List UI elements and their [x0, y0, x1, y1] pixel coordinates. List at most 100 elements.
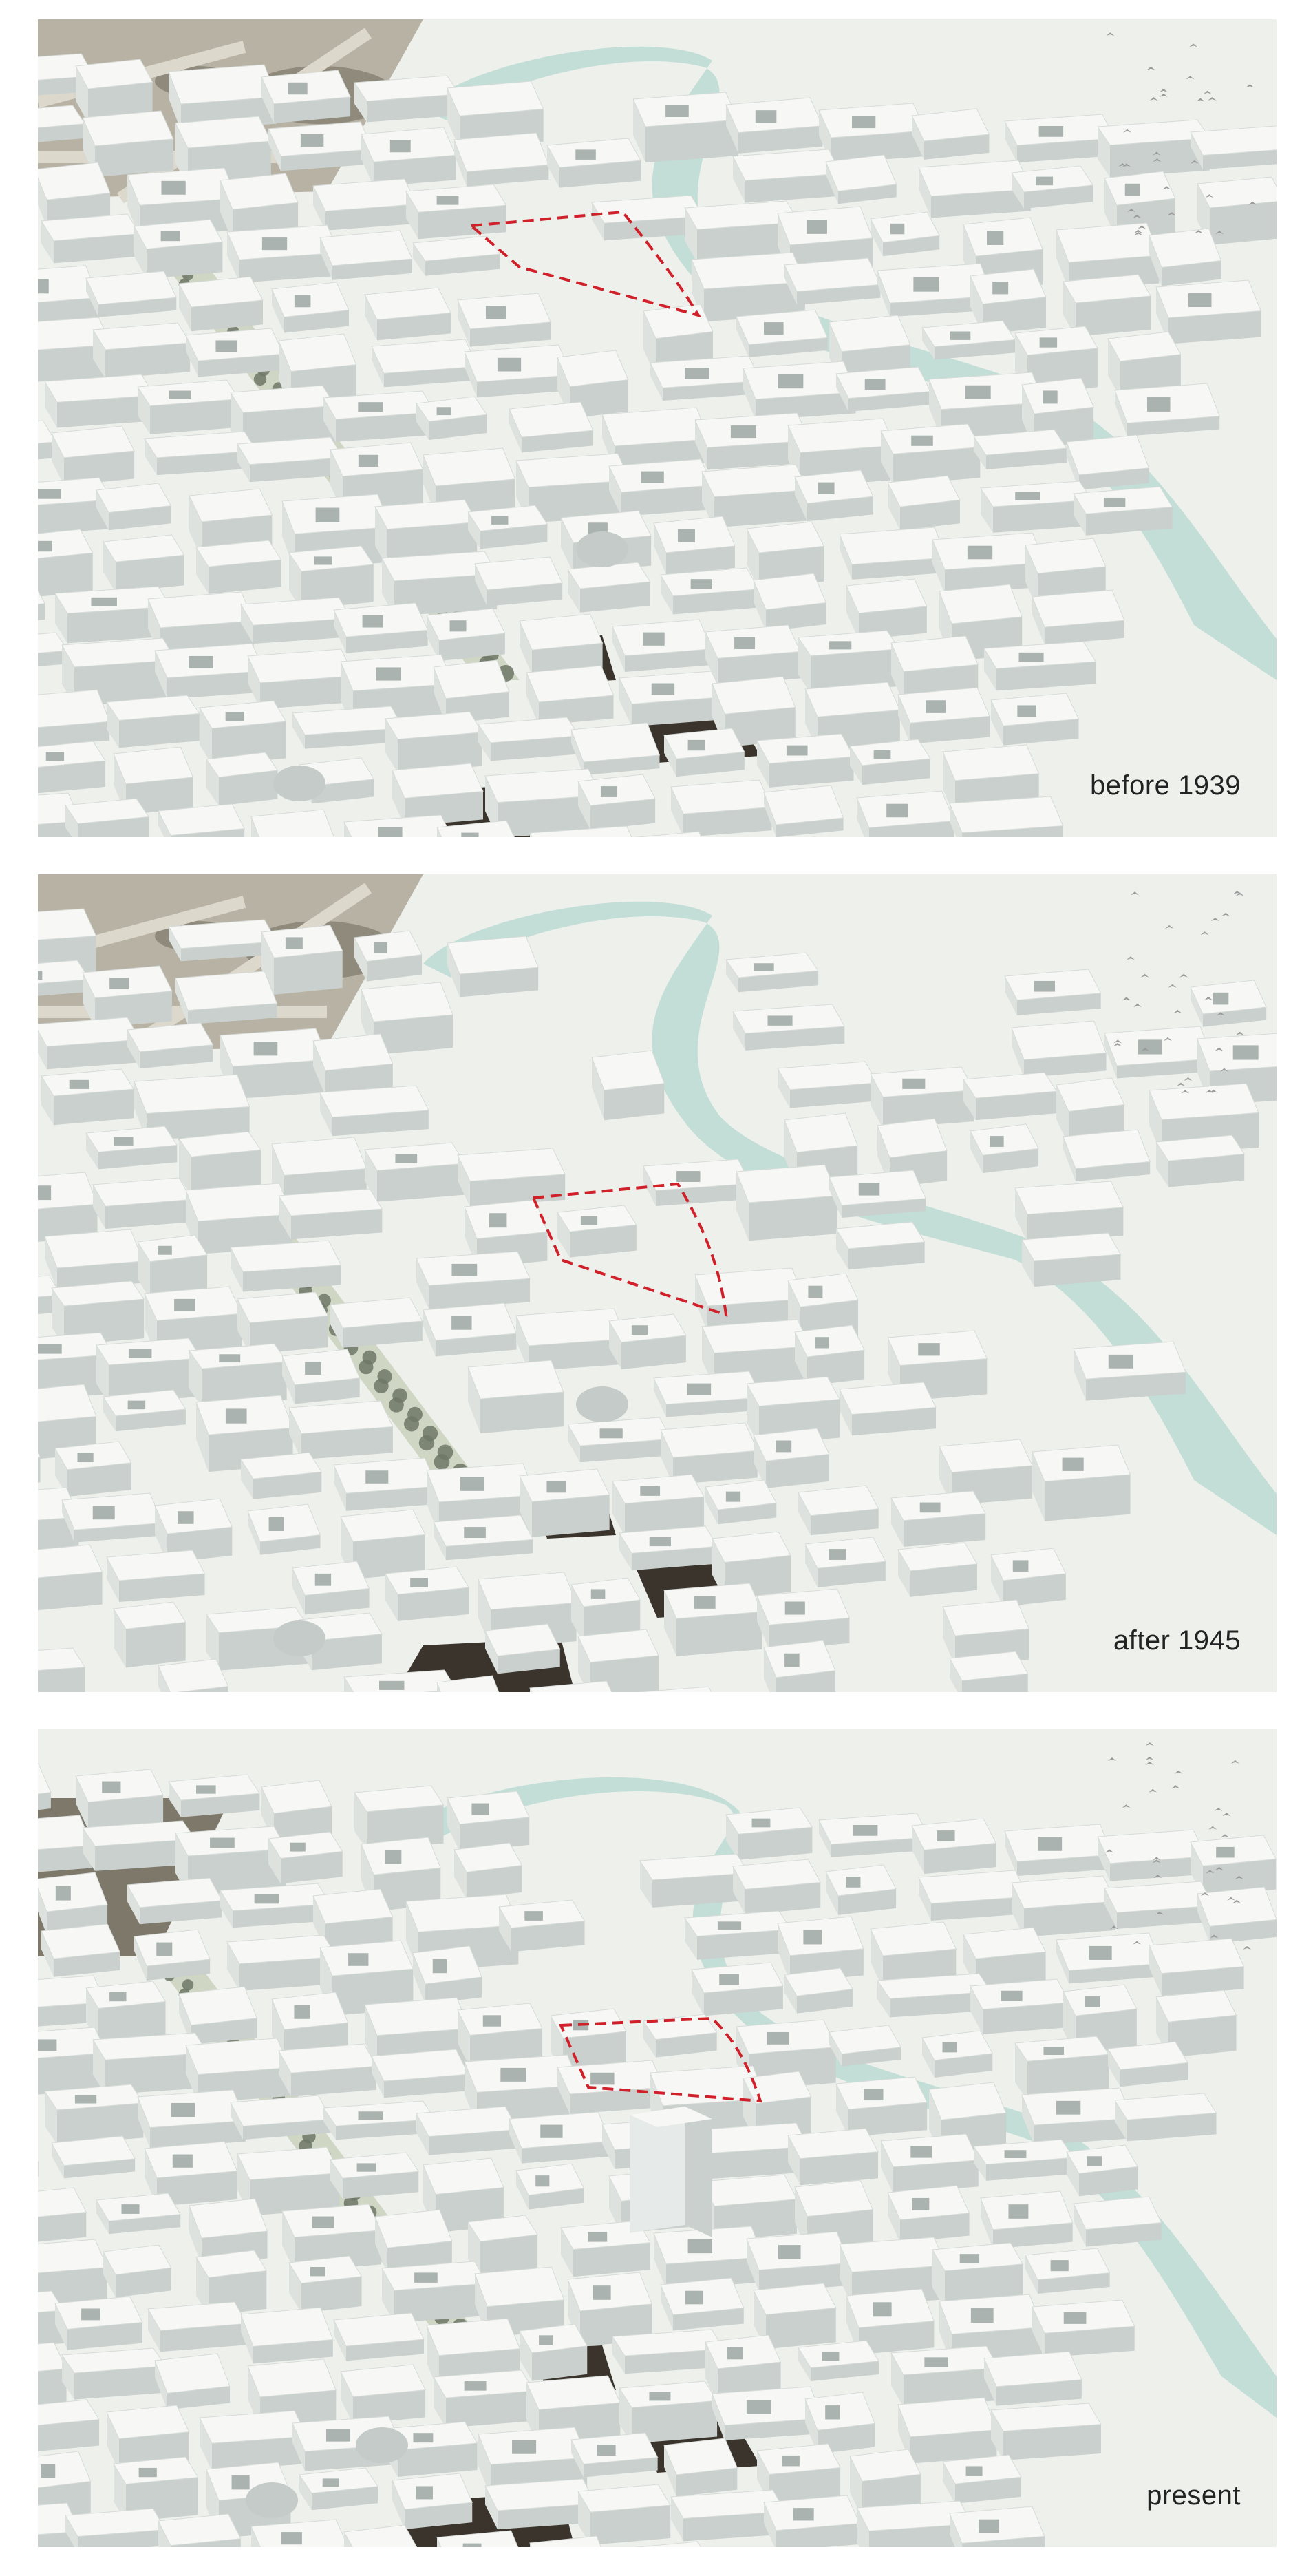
building	[570, 2432, 659, 2478]
building-side	[764, 792, 776, 837]
courtyard	[829, 1549, 846, 1560]
building	[921, 2030, 994, 2078]
dome	[576, 1386, 628, 1422]
building-roof	[835, 1221, 926, 1249]
building	[798, 630, 900, 693]
building-side	[83, 973, 95, 1028]
building-roof	[694, 1267, 805, 1307]
building	[509, 401, 594, 453]
building	[1104, 1026, 1213, 1079]
building	[515, 1308, 627, 1371]
courtyard	[109, 978, 129, 989]
building	[288, 545, 374, 609]
building	[846, 2288, 935, 2355]
bird	[1232, 891, 1241, 895]
building-roof	[195, 540, 282, 567]
bird	[1210, 1934, 1219, 1939]
building-roof	[412, 1945, 482, 1985]
building-roof	[426, 2318, 521, 2356]
building-roof	[453, 132, 550, 172]
building-side	[950, 803, 962, 837]
building-side	[169, 927, 181, 962]
courtyard	[1146, 397, 1171, 412]
building-side	[764, 2502, 776, 2547]
building	[753, 1428, 830, 1488]
building	[38, 1452, 41, 1483]
building-face	[470, 1174, 566, 1207]
building	[725, 97, 823, 154]
building	[567, 1417, 672, 1463]
building-face	[652, 1872, 749, 1908]
building	[364, 1142, 465, 1202]
building	[330, 2152, 420, 2199]
courtyard	[912, 2197, 930, 2210]
courtyard	[290, 1842, 306, 1852]
building	[38, 2399, 100, 2451]
building	[983, 641, 1097, 691]
building-face	[384, 366, 478, 388]
building-face	[119, 1573, 205, 1602]
building-roof	[467, 2215, 538, 2242]
building	[44, 374, 155, 428]
building-side	[134, 226, 147, 279]
building-side	[427, 1470, 439, 1536]
building-roof	[38, 1647, 86, 1671]
building	[106, 695, 200, 748]
building	[1197, 1886, 1277, 1944]
building-face	[1168, 2015, 1237, 2058]
courtyard	[1062, 1457, 1084, 1471]
building-side	[41, 1076, 54, 1126]
building-roof	[509, 401, 594, 438]
building	[694, 2122, 809, 2179]
building-roof	[1149, 1938, 1245, 1974]
courtyard	[38, 489, 61, 499]
courtyard	[365, 1470, 389, 1484]
building-side	[520, 621, 532, 675]
building-side	[416, 2113, 429, 2155]
building	[343, 814, 453, 837]
building	[137, 379, 240, 434]
building-side	[788, 2135, 800, 2186]
courtyard	[786, 745, 808, 756]
building-side	[877, 1981, 890, 2018]
building-face	[625, 1497, 705, 1537]
building-side	[485, 2486, 498, 2530]
courtyard	[593, 2285, 611, 2300]
building-side	[196, 1402, 209, 1472]
building	[1107, 2041, 1188, 2087]
building-roof	[364, 287, 451, 321]
building	[963, 1927, 1047, 1987]
building-face	[1162, 1966, 1244, 1996]
building-face	[904, 1513, 986, 1548]
building	[612, 1474, 705, 1537]
building-face	[962, 1674, 1028, 1692]
courtyard	[597, 2445, 616, 2456]
courtyard	[294, 295, 311, 308]
courtyard	[727, 2347, 743, 2360]
building-side	[1012, 1883, 1024, 1937]
building-side	[664, 735, 676, 777]
bird	[1152, 1859, 1161, 1864]
building	[1004, 114, 1115, 163]
building-side	[619, 678, 632, 727]
building-side	[888, 2193, 900, 2243]
building	[61, 2347, 167, 2400]
building	[319, 230, 413, 280]
building-side	[413, 1953, 425, 2005]
courtyard	[41, 2464, 56, 2478]
building	[712, 2386, 824, 2440]
building-face	[38, 1792, 51, 1810]
courtyard	[778, 2245, 801, 2259]
building	[38, 1017, 140, 1070]
building	[299, 2467, 379, 2511]
courtyard	[649, 1537, 671, 1547]
building-side	[416, 1258, 429, 1309]
building	[412, 235, 501, 276]
building-face	[212, 721, 286, 766]
map-panel-before-1939: before 1939	[38, 19, 1277, 837]
building	[970, 268, 1047, 335]
building-face	[738, 1827, 813, 1860]
building-side	[747, 1384, 759, 1445]
building-face	[343, 1321, 423, 1348]
building	[897, 687, 990, 744]
